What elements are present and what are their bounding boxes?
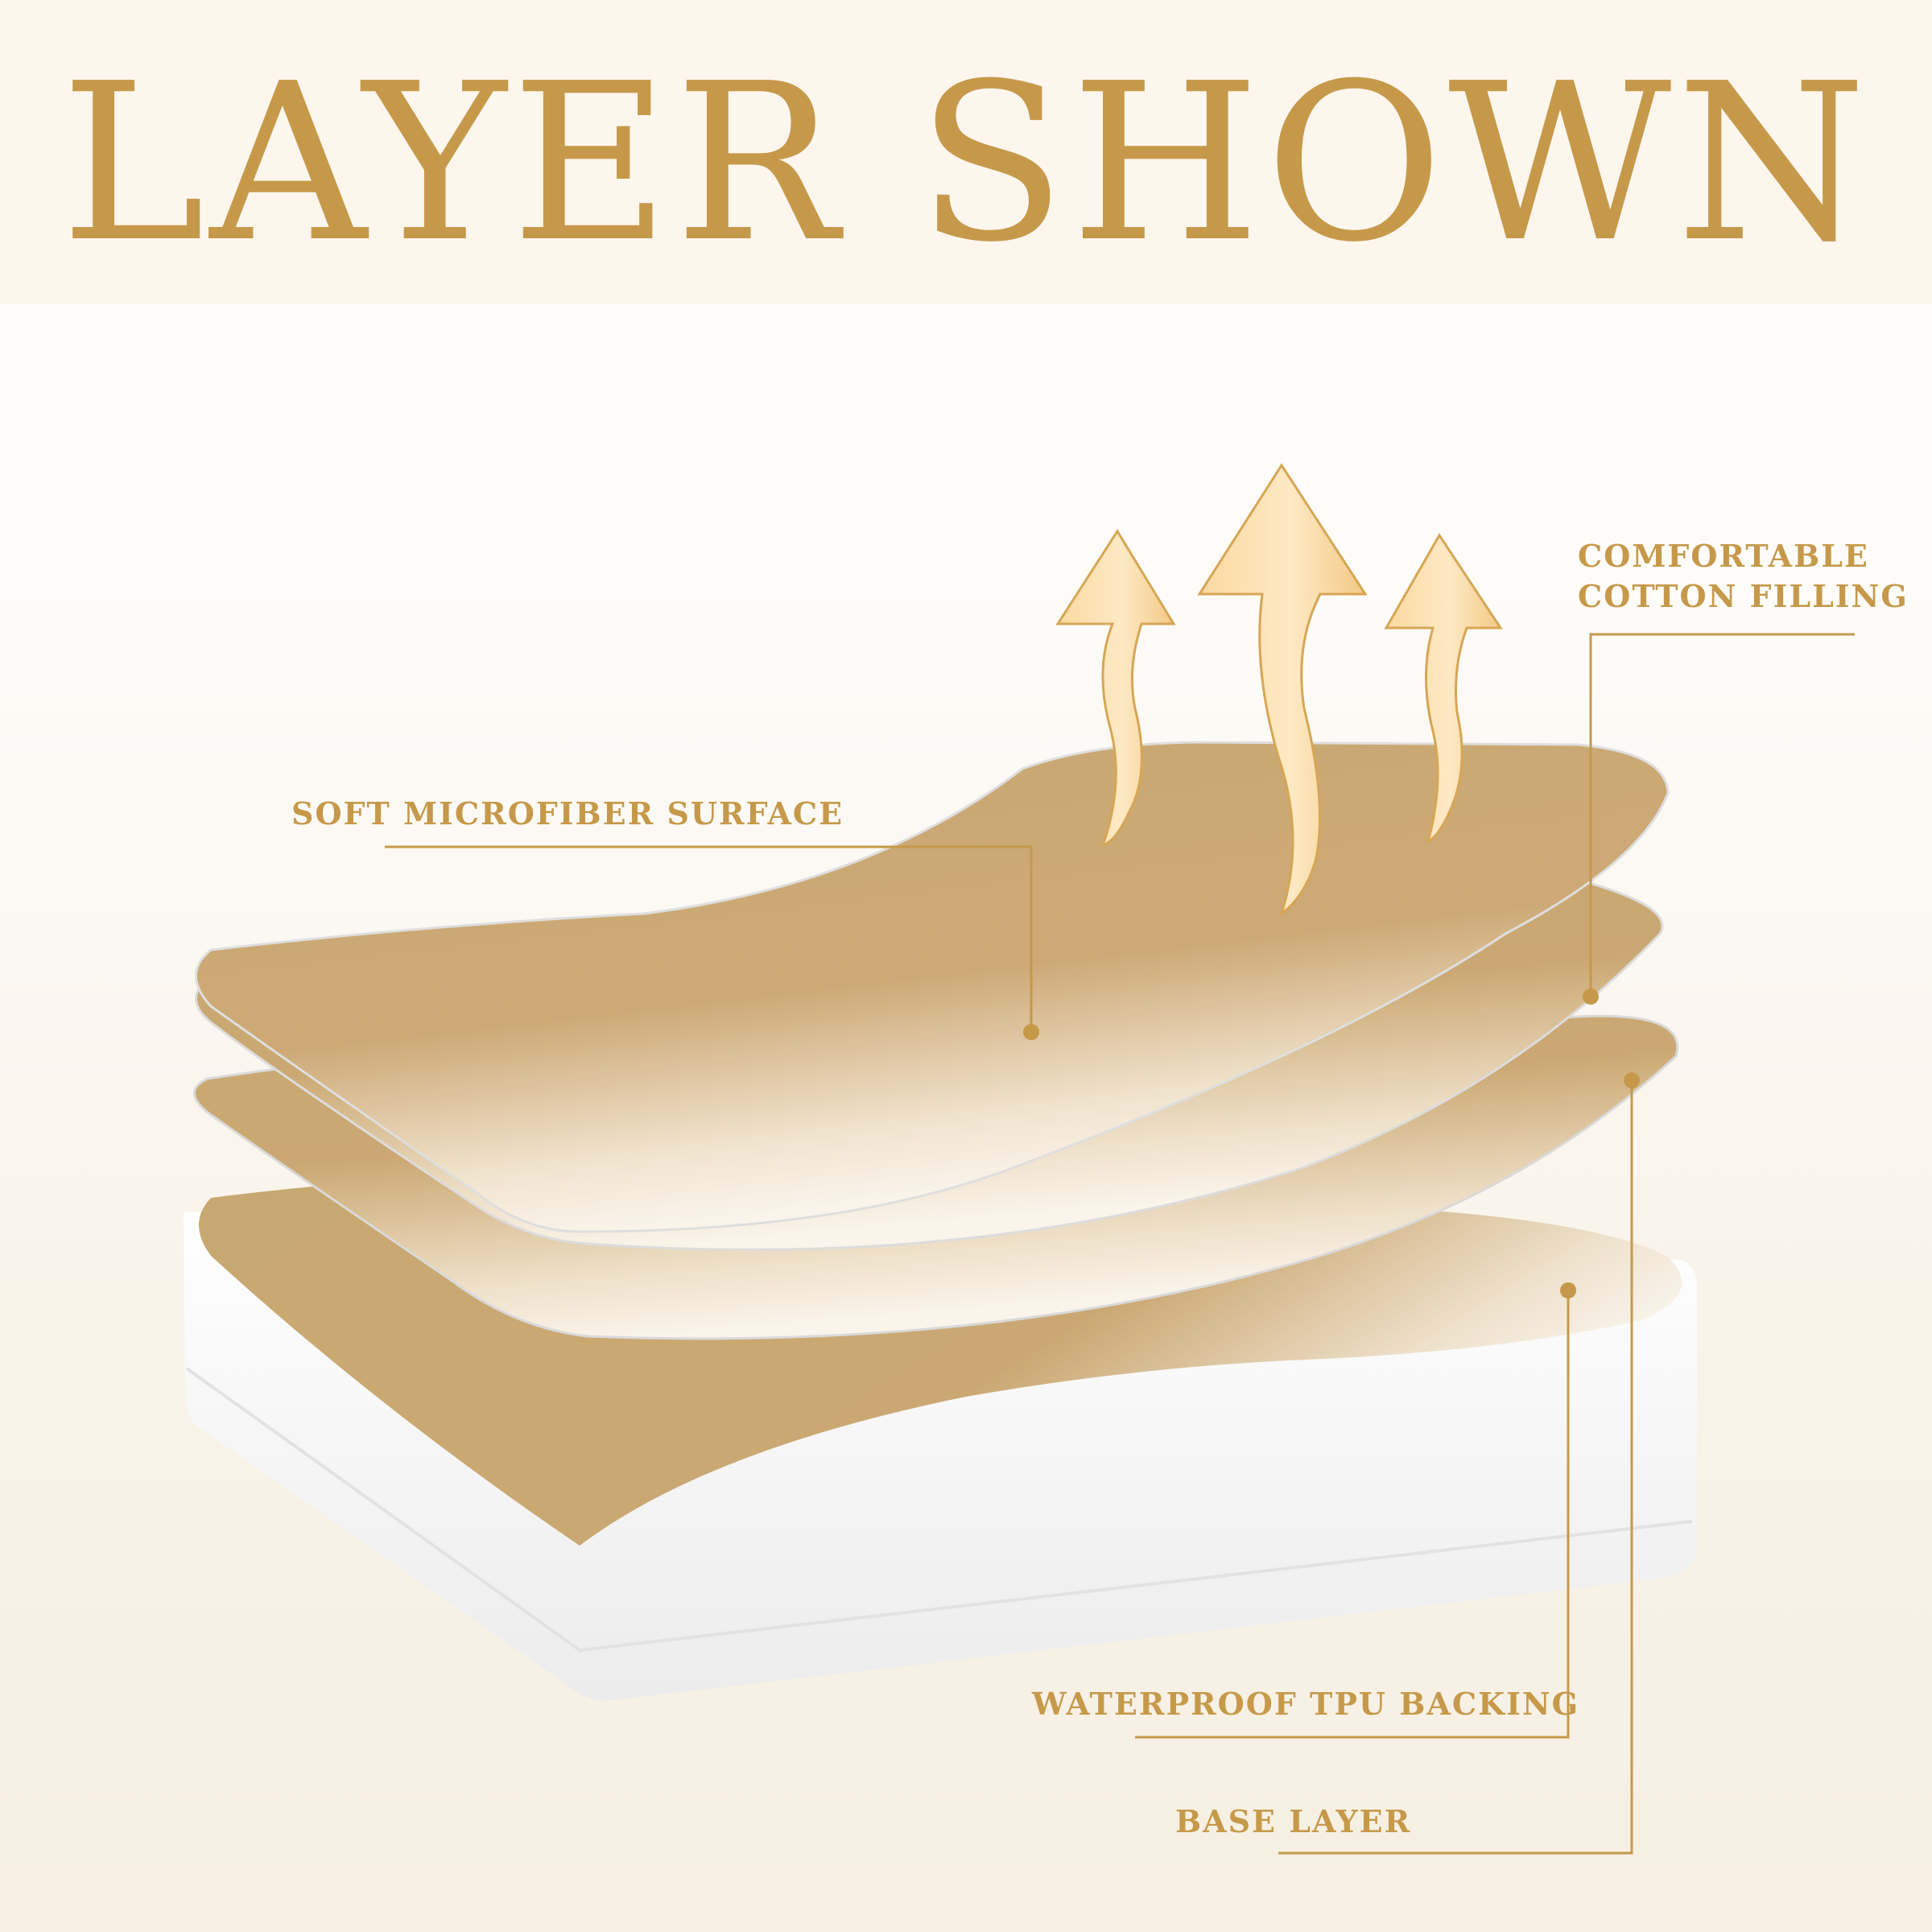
leader-line-soft (385, 845, 1033, 1032)
leader-line-waterproof (1135, 1290, 1570, 1739)
breathable-arrow-icon (1197, 463, 1368, 917)
leader-dot-icon (1560, 1282, 1576, 1298)
header-band: LAYER SHOWN (0, 0, 1932, 304)
leader-dot-icon (1624, 1072, 1640, 1088)
label-comfortable-line1: COMFORTABLE (1578, 538, 1869, 574)
label-soft-microfiber-surface: SOFT MICROFIBER SURFACE (291, 795, 844, 832)
leader-lines (385, 633, 1855, 1855)
breathable-arrow-icon (1055, 529, 1176, 848)
label-waterproof-tpu-backing: WATERPROOF TPU BACKING (1032, 1686, 1580, 1722)
leader-line-base (1278, 1080, 1633, 1855)
breathable-arrow-icon (1384, 533, 1503, 844)
label-comfortable-cotton-filling: COMFORTABLE COTTON FILLING (1578, 536, 1909, 617)
leader-line-comfort (1589, 633, 1855, 997)
label-base-layer: BASE LAYER (1175, 1803, 1412, 1839)
leader-dot-icon (1583, 989, 1599, 1005)
page-title: LAYER SHOWN (60, 36, 1872, 290)
leader-dot-icon (1023, 1024, 1039, 1040)
label-comfortable-line2: COTTON FILLING (1578, 578, 1909, 614)
leader-dots (1023, 989, 1640, 1298)
